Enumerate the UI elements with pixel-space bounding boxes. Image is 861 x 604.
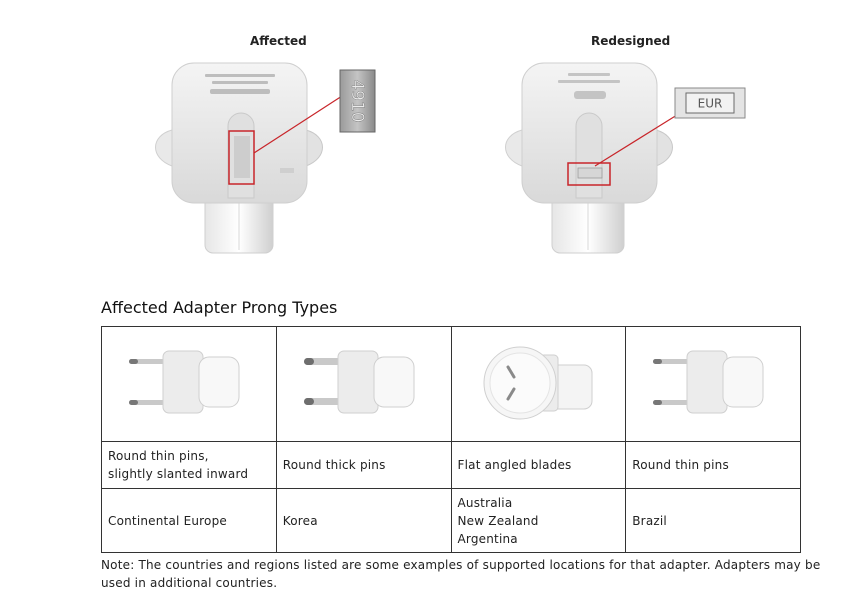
prong-regions: Korea [275, 488, 452, 553]
redesigned-adapter-image: EUR [505, 62, 746, 254]
prong-regions: Australia New Zealand Argentina [450, 488, 627, 553]
section-title: Affected Adapter Prong Types [101, 298, 338, 317]
redesigned-adapter-figure: EUR [500, 58, 760, 263]
table-cell [625, 326, 801, 442]
redesigned-stamp-code: EUR [698, 97, 723, 111]
affected-adapter-image: 4910 [155, 62, 376, 254]
prong-regions: Continental Europe [101, 488, 277, 553]
affected-stamp-code: 4910 [347, 79, 367, 122]
table-cell [450, 326, 627, 442]
table-row [101, 326, 801, 442]
prong-description: Flat angled blades [450, 441, 627, 489]
round-thin-prong-adapter-icon [653, 350, 764, 413]
redesigned-caption: Redesigned [591, 34, 671, 48]
affected-adapter-figure: 4910 [150, 58, 380, 263]
prong-regions: Brazil [625, 488, 801, 553]
prong-description: Round thin pins, slightly slanted inward [101, 441, 277, 489]
table-cell [275, 326, 452, 442]
table-cell [101, 326, 277, 442]
round-thin-slanted-prong-adapter-icon [128, 350, 240, 413]
affected-caption: Affected [250, 34, 307, 48]
prong-description: Round thick pins [275, 441, 452, 489]
prong-types-table: Round thin pins, slightly slanted inward… [101, 326, 801, 553]
note-text: Note: The countries and regions listed a… [101, 558, 821, 590]
round-thick-prong-adapter-icon [303, 350, 415, 413]
prong-description: Round thin pins [625, 441, 801, 489]
table-row: Round thin pins, slightly slanted inward… [101, 441, 801, 489]
table-row: Continental Europe Korea Australia New Z… [101, 488, 801, 553]
flat-angled-blade-adapter-icon [483, 346, 593, 419]
